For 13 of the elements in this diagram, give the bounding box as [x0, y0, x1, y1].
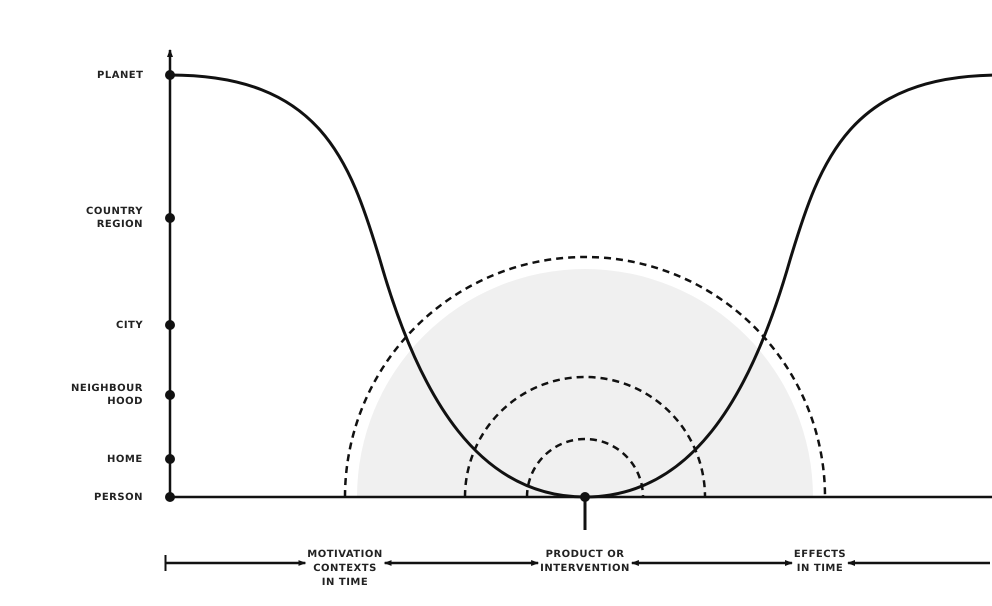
stage-label: EFFECTS IN TIME — [794, 548, 846, 576]
arrow — [384, 560, 540, 566]
scale-label: PERSON — [94, 490, 143, 504]
arrow — [630, 560, 793, 566]
scale-label: CITY — [116, 318, 144, 332]
stage-label: MOTIVATION CONTEXTS IN TIME — [307, 548, 383, 590]
stage-label: PRODUCT OR INTERVENTION — [540, 548, 630, 576]
arrow — [847, 560, 990, 566]
scale-label: HOME — [107, 452, 143, 466]
scale-label: PLANET — [97, 68, 144, 82]
arrow — [164, 555, 306, 571]
scale-label: NEIGHBOUR HOOD — [71, 382, 143, 408]
scale-label: COUNTRY REGION — [86, 205, 144, 231]
